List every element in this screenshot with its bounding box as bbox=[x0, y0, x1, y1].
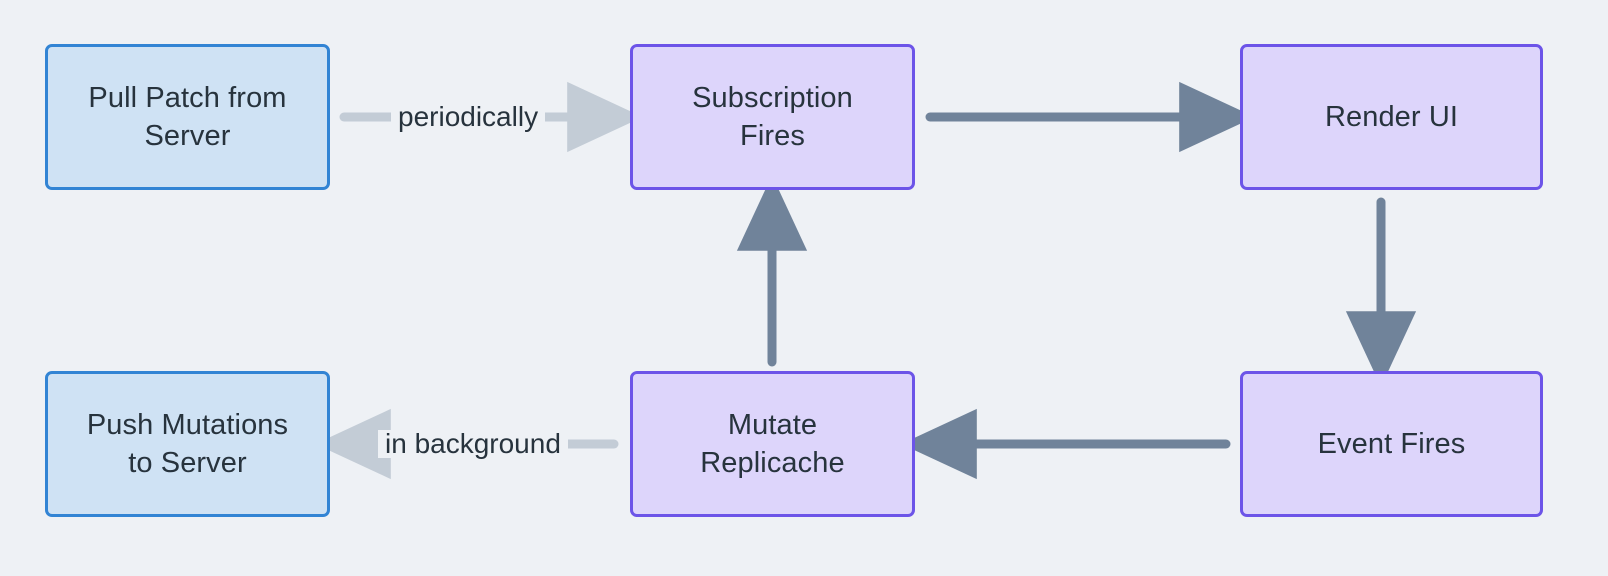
node-label: Render UI bbox=[1324, 100, 1459, 133]
edge-label-periodically: periodically bbox=[391, 103, 546, 131]
node-pull-patch-from-server[interactable]: Pull Patch from Server bbox=[45, 44, 330, 190]
node-mutate-replicache[interactable]: Mutate Replicache bbox=[630, 371, 915, 517]
node-label: Push Mutations to Server bbox=[86, 408, 289, 479]
node-subscription-fires[interactable]: Subscription Fires bbox=[630, 44, 915, 190]
node-push-mutations-to-server[interactable]: Push Mutations to Server bbox=[45, 371, 330, 517]
node-label: Pull Patch from Server bbox=[88, 81, 287, 152]
node-label: Subscription Fires bbox=[692, 81, 853, 152]
node-label: Event Fires bbox=[1317, 427, 1466, 460]
node-render-ui[interactable]: Render UI bbox=[1240, 44, 1543, 190]
edge-label-in-background: in background bbox=[378, 430, 568, 458]
node-event-fires[interactable]: Event Fires bbox=[1240, 371, 1543, 517]
node-label: Mutate Replicache bbox=[700, 408, 845, 479]
